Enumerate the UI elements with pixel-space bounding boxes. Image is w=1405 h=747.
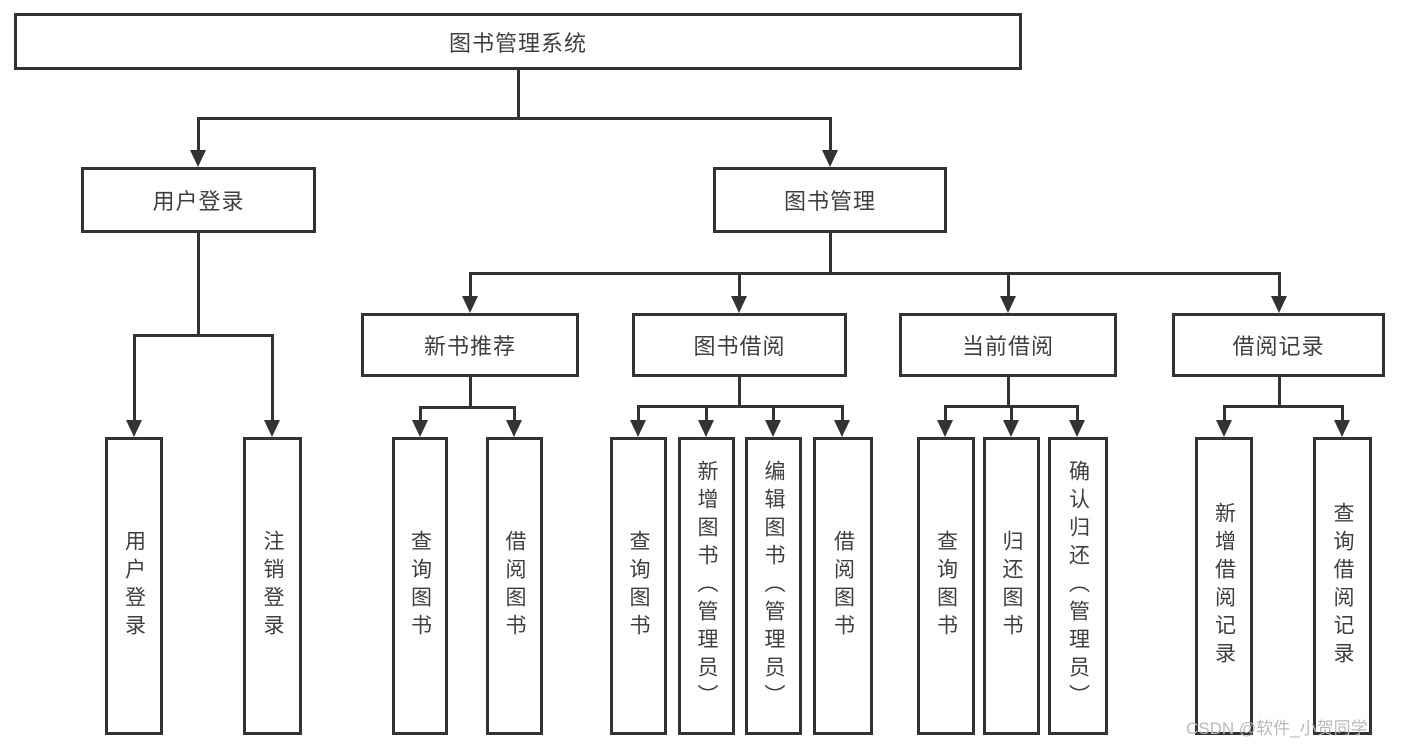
node-borrow-records: 借阅记录 <box>1172 313 1385 377</box>
connector-line <box>419 406 422 422</box>
connector-line <box>1341 405 1344 422</box>
csdn-watermark: CSDN @软件_小贺同学 <box>1186 719 1368 738</box>
node-new-book-recommend: 新书推荐 <box>361 313 579 377</box>
arrow-down-icon <box>412 420 428 437</box>
connector-line <box>1007 272 1010 299</box>
arrow-down-icon <box>1003 420 1019 437</box>
arrow-down-icon <box>1271 296 1287 313</box>
node-root-label: 图书管理系统 <box>448 30 587 56</box>
connector-line <box>944 405 947 422</box>
arrow-down-icon <box>462 296 478 313</box>
connector-line <box>469 272 472 299</box>
leaf-current-query-books-label: 查询图书 <box>934 530 958 642</box>
arrow-down-icon <box>630 420 646 437</box>
leaf-borrow-books-label: 借阅图书 <box>831 530 855 642</box>
arrow-down-icon <box>937 420 953 437</box>
leaf-query-borrow-record: 查询借阅记录 <box>1313 437 1372 735</box>
arrow-down-icon <box>506 420 522 437</box>
node-new-book-recommend-label: 新书推荐 <box>423 334 516 359</box>
connector-line <box>513 406 516 422</box>
leaf-edit-books-admin-label: 编辑图书（管理员） <box>762 460 785 712</box>
node-user-login-label: 用户登录 <box>152 189 245 214</box>
connector-line <box>738 377 741 408</box>
arrow-down-icon <box>1216 420 1232 437</box>
arrow-down-icon <box>731 296 747 313</box>
arrow-down-icon <box>834 420 850 437</box>
arrow-down-icon <box>264 420 280 437</box>
connector-line <box>829 233 832 274</box>
connector-line <box>469 272 1281 275</box>
leaf-edit-books-admin: 编辑图书（管理员） <box>745 437 802 735</box>
connector-line <box>705 405 708 422</box>
connector-line <box>419 406 516 409</box>
leaf-recommend-borrow-books: 借阅图书 <box>486 437 543 735</box>
connector-line <box>772 405 775 422</box>
connector-line <box>841 405 844 422</box>
leaf-borrow-books: 借阅图书 <box>813 437 873 735</box>
connector-line <box>1278 272 1281 299</box>
connector-line <box>133 334 274 337</box>
connector-line <box>1278 377 1281 408</box>
connector-line <box>738 272 741 299</box>
leaf-user-login-label: 用户登录 <box>122 530 146 642</box>
leaf-add-books-admin-label: 新增图书（管理员） <box>695 460 718 712</box>
connector-line <box>1007 377 1010 408</box>
connector-line <box>1076 405 1079 422</box>
arrow-down-icon <box>765 420 781 437</box>
leaf-borrow-query-books-label: 查询图书 <box>627 530 650 642</box>
leaf-user-login: 用户登录 <box>105 437 163 735</box>
leaf-add-borrow-record-label: 新增借阅记录 <box>1212 502 1236 670</box>
node-root-system: 图书管理系统 <box>14 13 1022 70</box>
node-book-borrow-label: 图书借阅 <box>693 334 786 359</box>
connector-line <box>637 405 640 422</box>
node-book-management: 图书管理 <box>713 167 947 233</box>
arrow-down-icon <box>190 150 206 167</box>
leaf-query-borrow-record-label: 查询借阅记录 <box>1331 502 1354 670</box>
connector-line <box>271 334 274 422</box>
leaf-recommend-borrow-books-label: 借阅图书 <box>503 530 526 642</box>
node-user-login: 用户登录 <box>81 167 316 233</box>
connector-line <box>1010 405 1013 422</box>
leaf-current-query-books: 查询图书 <box>917 437 975 735</box>
connector-line <box>637 405 844 408</box>
connector-line <box>133 334 136 422</box>
leaf-return-books-label: 归还图书 <box>1000 530 1023 642</box>
leaf-return-books: 归还图书 <box>983 437 1040 735</box>
leaf-add-borrow-record: 新增借阅记录 <box>1195 437 1253 735</box>
arrow-down-icon <box>1000 296 1016 313</box>
arrow-down-icon <box>822 150 838 167</box>
connector-line <box>197 117 200 153</box>
connector-line <box>1223 405 1343 408</box>
leaf-confirm-return-admin: 确认归还（管理员） <box>1048 437 1108 735</box>
connector-line <box>829 117 832 153</box>
arrow-down-icon <box>1069 420 1085 437</box>
node-book-borrow: 图书借阅 <box>632 313 847 377</box>
node-current-borrow-label: 当前借阅 <box>961 334 1054 359</box>
connector-line <box>1223 405 1226 422</box>
node-borrow-records-label: 借阅记录 <box>1232 334 1325 359</box>
leaf-add-books-admin: 新增图书（管理员） <box>678 437 735 735</box>
leaf-recommend-query-books: 查询图书 <box>392 437 448 735</box>
arrow-down-icon <box>698 420 714 437</box>
node-book-management-label: 图书管理 <box>783 189 876 214</box>
leaf-confirm-return-admin-label: 确认归还（管理员） <box>1066 460 1090 712</box>
arrow-down-icon <box>1334 420 1350 437</box>
leaf-borrow-query-books: 查询图书 <box>610 437 667 735</box>
arrow-down-icon <box>126 420 142 437</box>
node-current-borrow: 当前借阅 <box>899 313 1117 377</box>
connector-line <box>517 69 520 119</box>
leaf-logout-label: 注销登录 <box>261 530 284 642</box>
leaf-logout: 注销登录 <box>243 437 302 735</box>
connector-line <box>197 117 832 120</box>
leaf-recommend-query-books-label: 查询图书 <box>408 530 432 642</box>
connector-line <box>469 377 472 409</box>
connector-line <box>197 233 200 335</box>
